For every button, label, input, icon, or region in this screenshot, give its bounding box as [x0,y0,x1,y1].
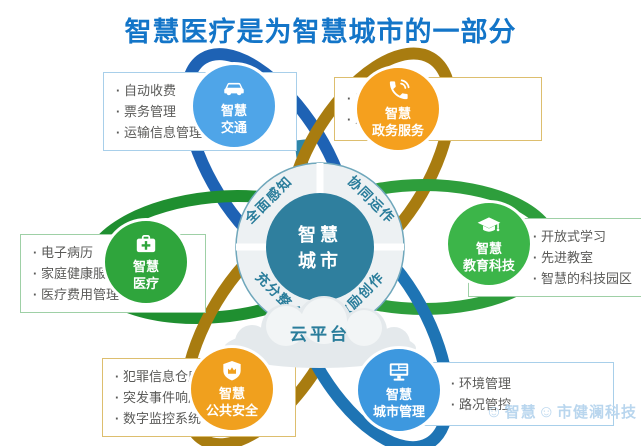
list-item: 环境管理 [451,373,601,394]
node-label-line1: 智慧 [385,387,412,403]
phone-signal-icon [389,79,410,100]
list-item: 开放式学习 [533,226,641,247]
list-item: 先进教室 [533,247,641,268]
node-label-line1: 智慧 [132,259,159,275]
list-item: 医疗费用管理 [33,284,193,305]
page-title: 智慧医疗是为智慧城市的一部分 [124,17,517,47]
node-label-line2: 政务服务 [371,123,424,138]
node-smart-medical: 智慧 医疗 [102,218,190,306]
node-label-line2: 交通 [220,120,247,135]
node-label-line1: 智慧 [475,241,502,257]
list-item: 路况管控 [451,394,601,415]
node-smart-government: 智慧 政务服务 [354,65,442,153]
node-label-line2: 公共安全 [205,403,258,418]
list-item: 自动收费 [116,80,284,101]
smiley-logo-icon: ☺ [485,401,504,421]
watermark-text-1: 智慧 [504,404,537,421]
node-smart-transport: 智慧 交通 [190,62,278,150]
watermark-text-2: 市健澜科技 [556,404,637,421]
car-icon [224,83,244,96]
node-label-line1: 智慧 [218,386,245,402]
smiley-logo-icon: ☺ [537,401,556,421]
node-smart-city-management: 智慧 城市管理 [355,346,443,434]
medical-bag-icon [136,235,156,253]
cloud-platform-label: 云平台 [290,325,350,344]
monitor-icon [389,363,409,381]
list-item: 犯罪信息仓库 [115,366,283,387]
smart-city-hub: 全面感知 协同运作 充分整合 激励创作 智慧 城市 [235,162,405,332]
hub-center-circle [266,193,374,301]
graduation-cap-icon [477,217,501,232]
list-item: 智慧的科技园区 [533,268,641,289]
node-smart-education: 智慧 教育科技 [445,200,533,288]
node-label-line2: 城市管理 [372,404,425,419]
hub-label-line2: 城市 [298,250,342,271]
list-item: 数字监控系统 [115,408,283,429]
list-item: 突发事件响应 [115,387,283,408]
node-label-line2: 教育科技 [462,258,515,273]
list-item: 票务管理 [116,101,284,122]
list-item: 家庭健康服务 [33,263,193,284]
watermark: ☺ 智慧 ☺ 市健澜科技 [484,401,637,422]
hub-label-line1: 智慧 [298,224,342,245]
shield-icon [223,361,241,381]
node-label-line1: 智慧 [384,106,411,122]
list-item: 运输信息管理 [116,122,284,143]
list-item: 电子病历 [33,242,193,263]
node-smart-public-safety: 智慧 公共安全 [188,345,276,433]
node-label-line2: 医疗 [132,276,159,291]
node-label-line1: 智慧 [220,103,247,119]
